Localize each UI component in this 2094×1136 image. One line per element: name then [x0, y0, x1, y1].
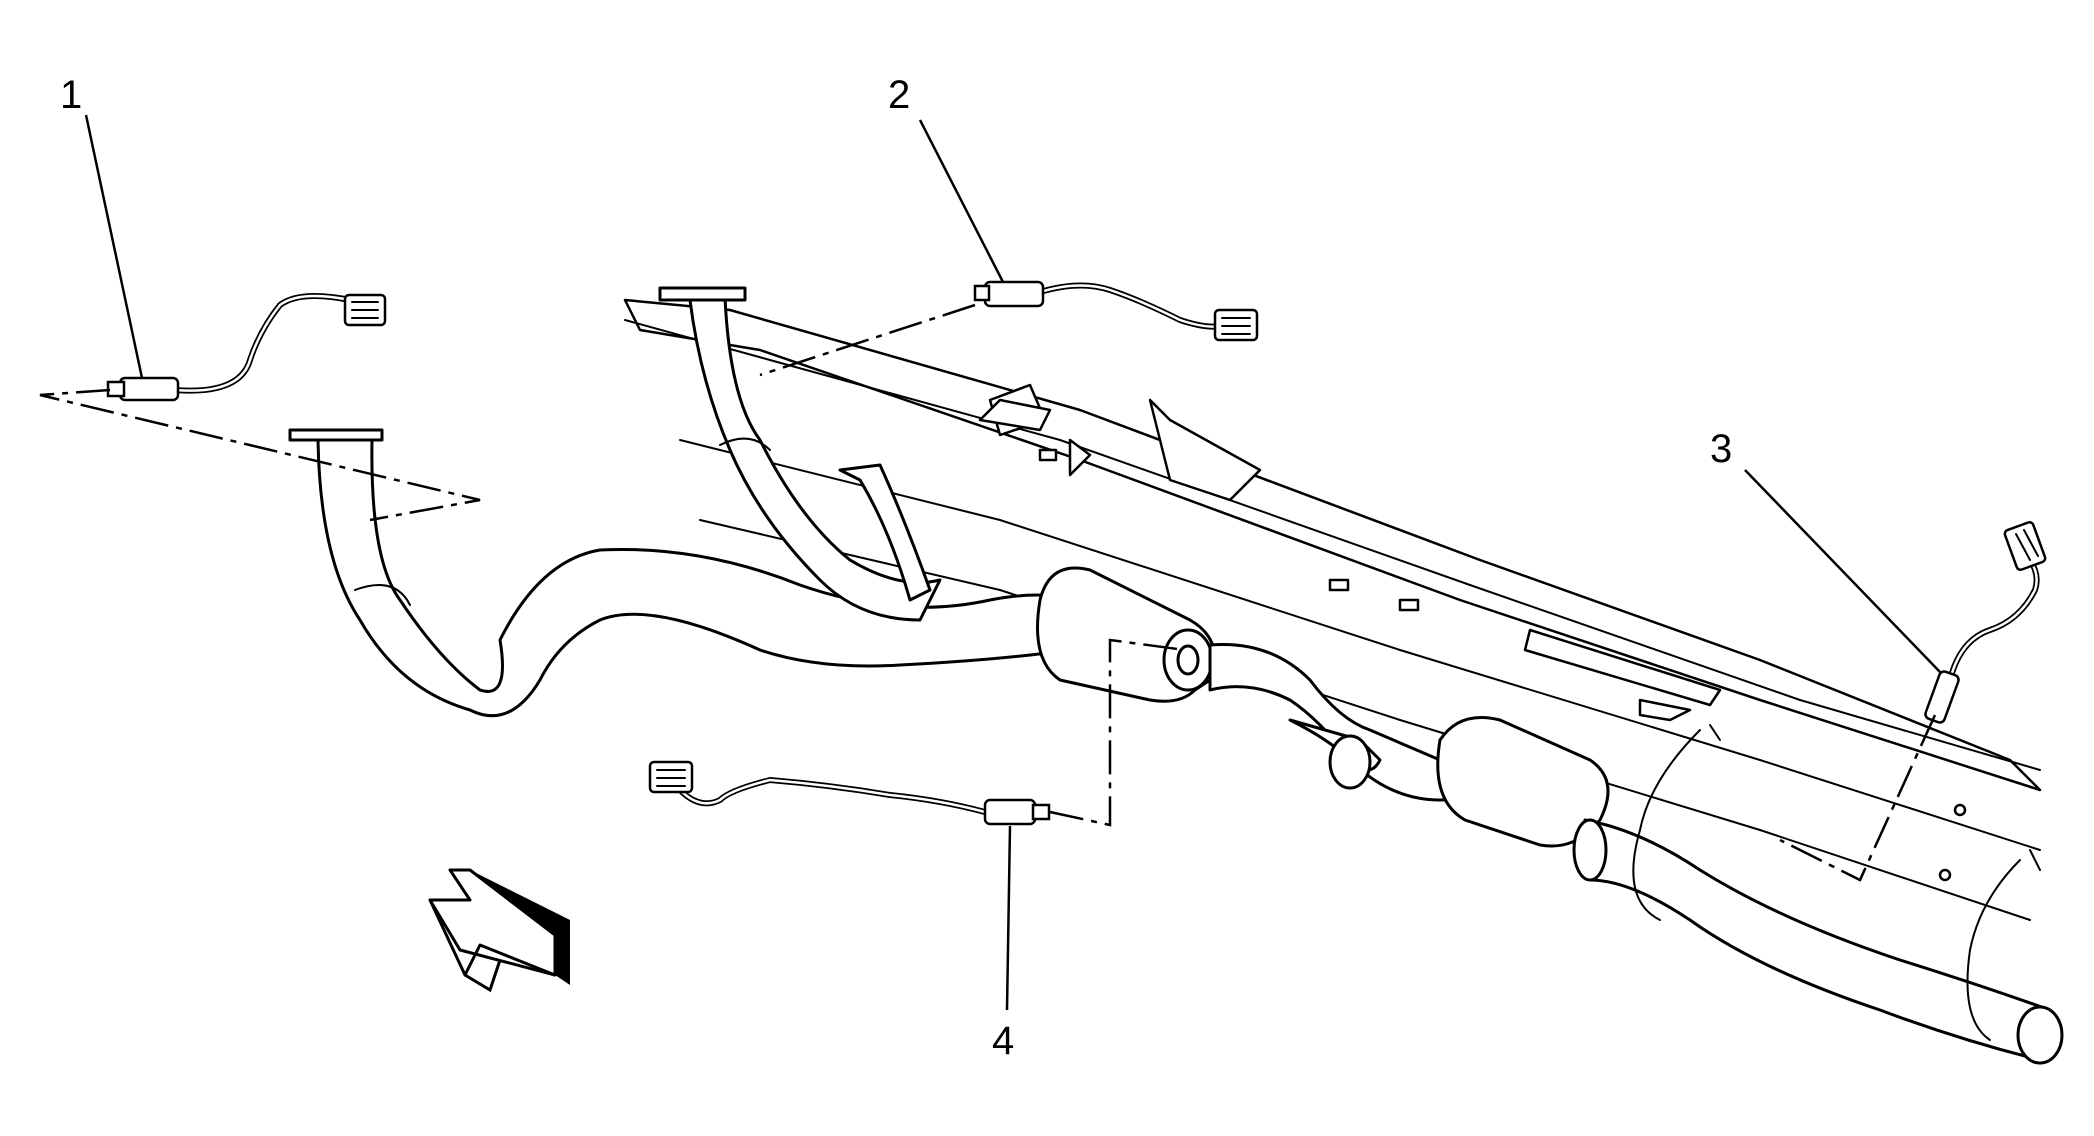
- callout-labels: 1 2 3 4: [60, 73, 1732, 1063]
- oxygen-sensor-3: [1924, 521, 2047, 724]
- left-exhaust-manifold-pipe: [316, 438, 1082, 718]
- front-direction-arrow-icon: [428, 868, 570, 993]
- electrical-connector-icon: [648, 760, 694, 794]
- callout-1: 1: [60, 73, 82, 117]
- oxygen-sensor-icon: [1924, 670, 1960, 724]
- oxygen-sensor-icon: [983, 798, 1037, 826]
- electrical-connector-icon: [2003, 521, 2047, 571]
- electrical-connector-icon: [1213, 308, 1259, 342]
- electrical-connector-icon: [343, 293, 387, 327]
- tail-pipe: [1583, 818, 2052, 1062]
- oxygen-sensor-2: [973, 280, 1259, 342]
- leader-4: [1005, 825, 1012, 1011]
- oxygen-sensor-1: [106, 293, 387, 402]
- installation-lines: [39, 303, 1937, 882]
- frame-rails: [623, 298, 2042, 921]
- oxygen-sensor-icon: [983, 280, 1045, 308]
- oxygen-sensor-4: [648, 760, 1051, 826]
- callout-4: 4: [992, 1019, 1014, 1063]
- callout-3: 3: [1710, 427, 1732, 471]
- exhaust-system: [288, 286, 2064, 1065]
- callout-leaders: [84, 114, 1941, 1011]
- leader-2: [918, 119, 1005, 283]
- oxygen-sensor-icon: [118, 376, 180, 402]
- leader-3: [1744, 469, 1941, 673]
- callout-2: 2: [888, 73, 910, 117]
- leader-1: [84, 114, 144, 379]
